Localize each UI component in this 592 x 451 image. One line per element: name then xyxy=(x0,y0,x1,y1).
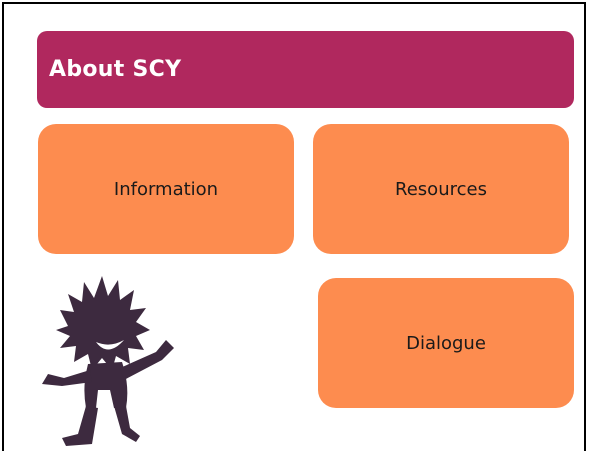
page-title-bar: About SCY xyxy=(37,31,574,108)
mascot-right-leg xyxy=(114,406,140,442)
mascot-left-arm xyxy=(42,370,92,386)
resources-button[interactable]: Resources xyxy=(313,124,569,254)
mascot-mouth xyxy=(96,340,124,350)
mascot-body xyxy=(84,362,128,408)
information-label: Information xyxy=(113,178,219,200)
mascot-right-arm xyxy=(120,340,174,380)
mascot-left-leg xyxy=(62,406,98,446)
information-button[interactable]: Information xyxy=(38,124,294,254)
mascot-head xyxy=(56,276,150,370)
dialogue-button[interactable]: Dialogue xyxy=(318,278,574,408)
resources-label: Resources xyxy=(395,178,487,200)
spiky-character-icon xyxy=(42,276,174,446)
dialogue-label: Dialogue xyxy=(406,332,486,354)
page-title: About SCY xyxy=(49,57,182,82)
